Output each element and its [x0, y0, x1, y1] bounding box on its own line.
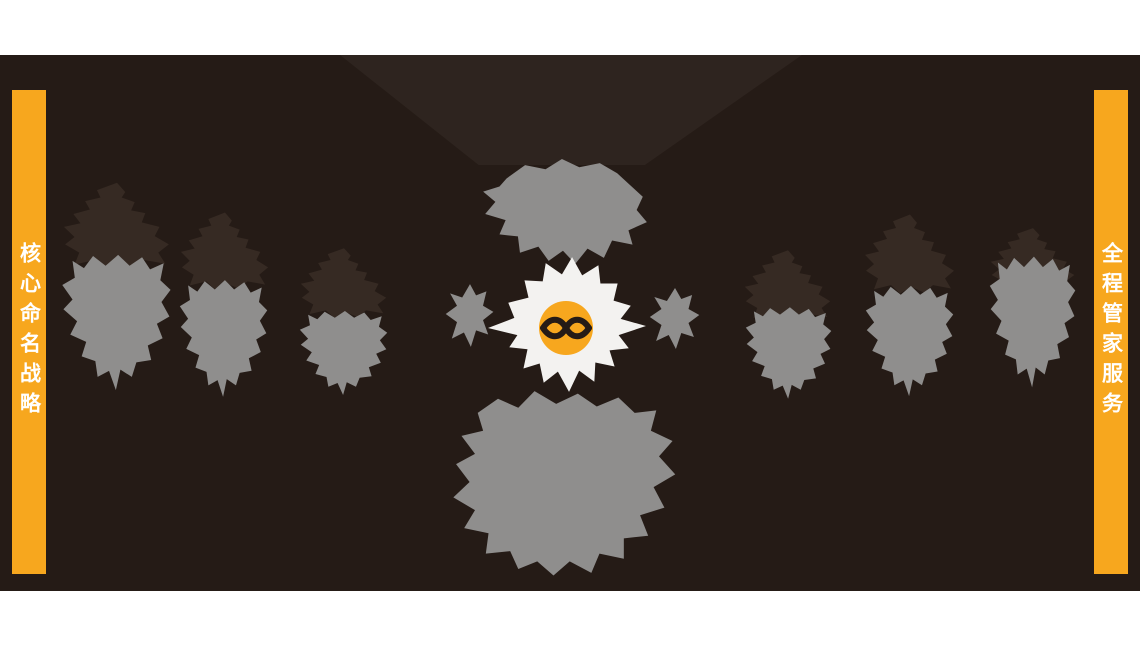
- ink-splash-gray: [178, 276, 270, 401]
- ink-splash-gray: [60, 250, 174, 395]
- right-ribbon: 全程管家服务: [1094, 90, 1128, 574]
- wave-logo-icon: [539, 301, 593, 355]
- ink-splash-gray: [988, 252, 1078, 392]
- ink-splash-gray: [744, 304, 834, 402]
- ink-splash-gray: [298, 308, 390, 398]
- right-ribbon-label: 全程管家服务: [1099, 242, 1123, 422]
- ink-splash-small: [648, 284, 702, 354]
- center-bottom-splash: [452, 386, 682, 578]
- left-ribbon-label: 核心命名战略: [17, 242, 41, 422]
- left-ribbon: 核心命名战略: [12, 90, 46, 574]
- ink-splash-gray: [864, 282, 956, 400]
